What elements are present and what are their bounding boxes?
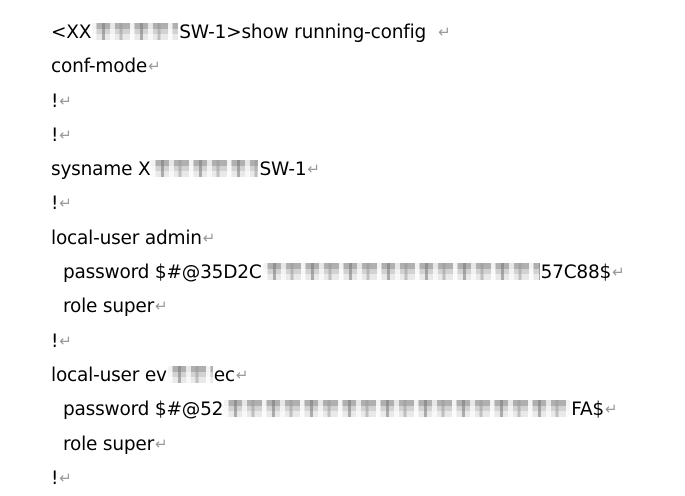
config-text: ! [51, 330, 59, 352]
config-text: conf-mode [51, 56, 148, 78]
config-separator: !↵ [51, 84, 671, 118]
config-text: sysname X [51, 159, 151, 181]
config-text: FA$ [571, 399, 605, 421]
paragraph-mark-icon: ↵ [612, 263, 625, 282]
password-line: password $#@52 FA$↵ [51, 392, 671, 426]
paragraph-mark-icon: ↵ [605, 400, 618, 419]
role-line: role super↵ [51, 289, 671, 323]
config-text: ec [213, 364, 235, 386]
config-text: local-user admin [51, 227, 202, 249]
config-text: ! [51, 193, 59, 215]
config-text: ! [51, 124, 59, 146]
redacted-password [224, 400, 571, 418]
paragraph-mark-icon: ↵ [59, 125, 72, 144]
redacted-hostname [151, 160, 259, 178]
paragraph-mark-icon: ↵ [59, 194, 72, 213]
config-separator: !↵ [51, 461, 671, 495]
paragraph-mark-icon: ↵ [235, 365, 249, 384]
config-text: role super [63, 296, 155, 318]
local-user-line: local-user admin↵ [51, 221, 671, 255]
config-text: password $#@35D2C [63, 262, 262, 284]
sysname-line: sysname X SW-1↵ [51, 152, 671, 186]
prompt-prefix: <XX [51, 22, 92, 43]
paragraph-mark-icon: ↵ [155, 297, 168, 316]
config-line: conf-mode↵ [51, 49, 671, 83]
local-user-line: local-user ev ec↵ [51, 358, 671, 392]
redacted-password [262, 263, 540, 281]
cli-command-line: <XX SW-1>show running-config ↵ [51, 15, 671, 49]
paragraph-mark-icon: ↵ [148, 57, 161, 76]
config-separator: !↵ [51, 186, 671, 220]
prompt-command: SW-1>show running-config [179, 22, 427, 43]
config-text: SW-1 [259, 159, 307, 181]
config-separator: !↵ [51, 324, 671, 358]
config-text: local-user ev [51, 364, 167, 386]
password-line: password $#@35D2C 57C88$↵ [51, 255, 671, 289]
paragraph-mark-icon: ↵ [307, 160, 320, 179]
config-text: ! [51, 90, 59, 112]
paragraph-mark-icon: ↵ [438, 23, 451, 41]
redacted-username [167, 365, 213, 383]
config-text: role super [63, 433, 155, 455]
paragraph-mark-icon: ↵ [202, 228, 216, 247]
redacted-hostname [92, 23, 179, 40]
paragraph-mark-icon: ↵ [59, 331, 72, 350]
config-separator: !↵ [51, 118, 671, 152]
config-text: ! [51, 467, 59, 489]
paragraph-mark-icon: ↵ [59, 91, 72, 110]
config-text: password $#@52 [63, 399, 224, 421]
config-text: 57C88$ [540, 262, 612, 284]
paragraph-mark-icon: ↵ [155, 434, 168, 453]
role-line: role super↵ [51, 427, 671, 461]
paragraph-mark-icon: ↵ [59, 468, 72, 487]
